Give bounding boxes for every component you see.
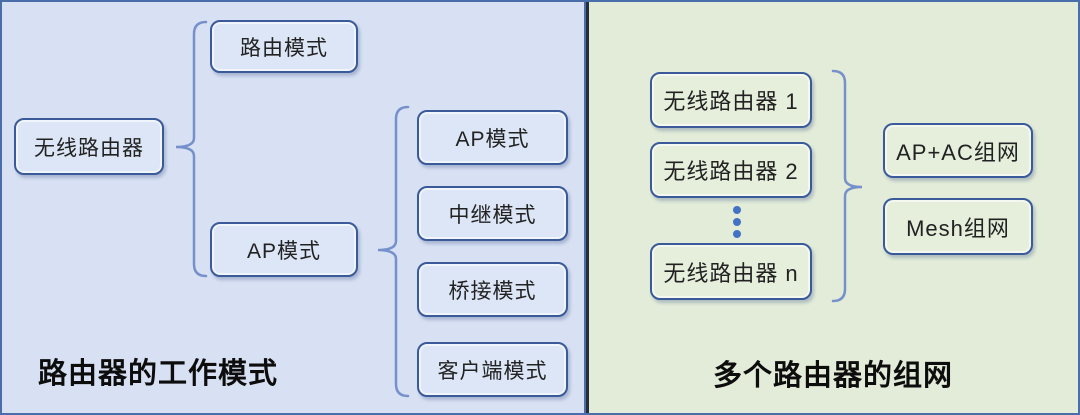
node-bridge-mode: 桥接模式 [417, 262, 568, 317]
node-ap-mode: AP模式 [417, 110, 568, 165]
node-routing-mode: 路由模式 [210, 20, 358, 73]
node-ap-mode-parent: AP模式 [210, 222, 358, 277]
node-wireless-router-n: 无线路由器 n [650, 243, 812, 300]
node-wireless-router-1: 无线路由器 1 [650, 72, 812, 128]
node-wireless-router: 无线路由器 [14, 118, 164, 175]
right-panel-title: 多个路由器的组网 [712, 360, 953, 392]
node-wireless-router-2: 无线路由器 2 [650, 142, 812, 198]
node-ap-ac-networking: AP+AC组网 [883, 123, 1033, 178]
left-panel-title: 路由器的工作模式 [38, 358, 279, 390]
node-client-mode: 客户端模式 [417, 342, 568, 397]
node-repeater-mode: 中继模式 [417, 186, 568, 241]
node-mesh-networking: Mesh组网 [883, 198, 1033, 255]
